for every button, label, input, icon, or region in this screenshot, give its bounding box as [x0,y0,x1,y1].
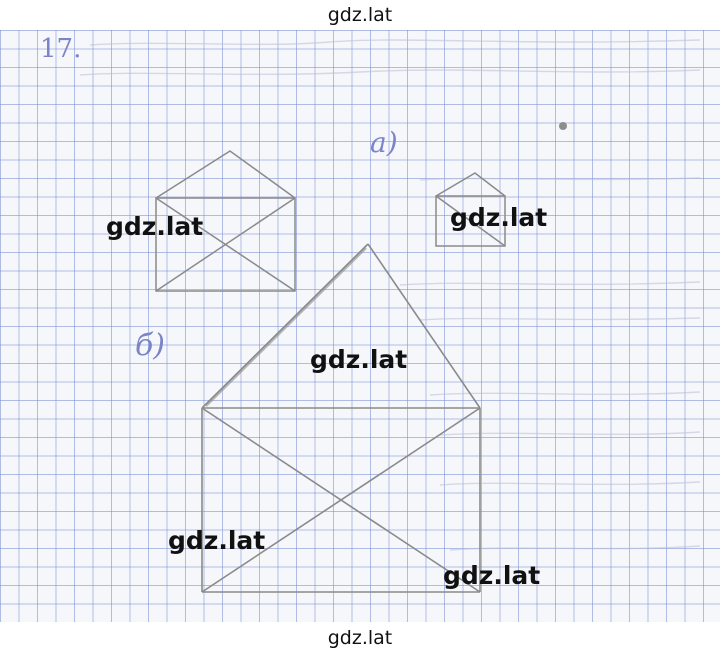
figure-a-roof [155,150,296,199]
small-house-roof [435,172,506,197]
small-house-walls [435,195,506,247]
figure-b-roof-left [201,243,369,409]
figure-a-walls [155,197,296,292]
watermark-1: gdz.lat [106,212,204,241]
part-a-label: a) [370,126,398,159]
header-watermark: gdz.lat [327,4,393,26]
problem-number: 17. [40,34,82,64]
small-house-diagonal [435,195,506,247]
part-b-label: б) [135,328,166,363]
footer-watermark: gdz.lat [327,627,393,649]
watermark-4: gdz.lat [168,526,266,555]
pencil-drawing [79,39,701,593]
figure-b-diagonal-2 [201,407,481,593]
graph-paper: 17. a) б) gdz.lat gdz.lat gdz.lat gdz.la… [0,30,720,622]
figure-a-small-house [435,172,506,247]
figure-b-roof-right [367,243,481,409]
watermark-2: gdz.lat [450,203,548,232]
figure-a-house [155,150,296,292]
figure-b-roof-left-retrace [205,247,367,407]
bleed-through-text [79,39,701,551]
figure-b-house [201,243,481,593]
figure-a-diagonal-2 [155,197,296,292]
watermark-3: gdz.lat [310,345,408,374]
watermark-5: gdz.lat [443,561,541,590]
pencil-dot [559,122,567,130]
